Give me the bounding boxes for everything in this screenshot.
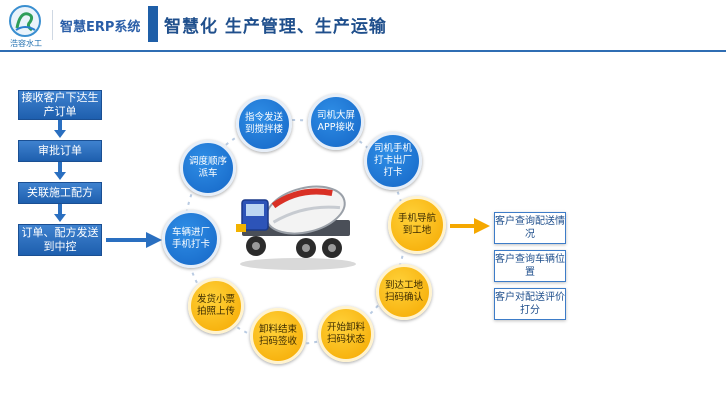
logo-text: 浩容水工 — [10, 39, 42, 48]
cycle-step-start-unload: 开始卸料扫码状态 — [318, 306, 374, 362]
left-step-approve-order: 审批订单 — [18, 140, 102, 162]
left-step-link-recipe: 关联施工配方 — [18, 182, 102, 204]
left-step-receive-order: 接收客户下达生产订单 — [18, 90, 102, 120]
left-step-send-to-control: 订单、配方发送到中控 — [18, 224, 102, 256]
cycle-step-unload-finish: 卸料结束扫码签收 — [250, 308, 306, 364]
customer-rate-delivery: 客户对配送评价打分 — [494, 288, 566, 320]
arrow-to-cycle-icon — [106, 232, 162, 248]
customer-query-delivery: 客户查询配送情况 — [494, 212, 566, 244]
cycle-step-driver-checkout: 司机手机打卡出厂打卡 — [364, 132, 422, 190]
left-arrow-1 — [54, 130, 66, 138]
header-divider — [52, 10, 53, 40]
left-arrow-3-stem — [58, 204, 62, 214]
left-arrow-2 — [54, 172, 66, 180]
cycle-step-dispatch: 调度顺序派车 — [180, 140, 236, 196]
mixer-truck-icon — [236, 185, 356, 270]
cycle-step-send-to-plant: 指令发送到搅拌楼 — [236, 96, 292, 152]
system-name: 智慧ERP系统 — [60, 20, 141, 35]
page-title: 智慧化 生产管理、生产运输 — [164, 17, 387, 37]
header: 浩容水工 智慧ERP系统 智慧化 生产管理、生产运输 — [0, 0, 726, 52]
company-logo-icon — [9, 5, 41, 37]
cycle-step-arrive-scan: 到达工地扫码确认 — [376, 264, 432, 320]
arrow-to-customer-icon — [450, 218, 490, 234]
left-arrow-2-stem — [58, 162, 62, 172]
cycle-step-driver-app: 司机大屏APP接收 — [308, 94, 364, 150]
customer-query-vehicle: 客户查询车辆位置 — [494, 250, 566, 282]
cycle-step-navigate: 手机导航到工地 — [388, 196, 446, 254]
cycle-step-photo-upload: 发货小票拍照上传 — [188, 278, 244, 334]
title-accent-bar — [148, 6, 158, 42]
header-rule — [0, 50, 726, 52]
left-arrow-1-stem — [58, 120, 62, 130]
cycle-step-vehicle-entry: 车辆进厂手机打卡 — [162, 210, 220, 268]
left-arrow-3 — [54, 214, 66, 222]
